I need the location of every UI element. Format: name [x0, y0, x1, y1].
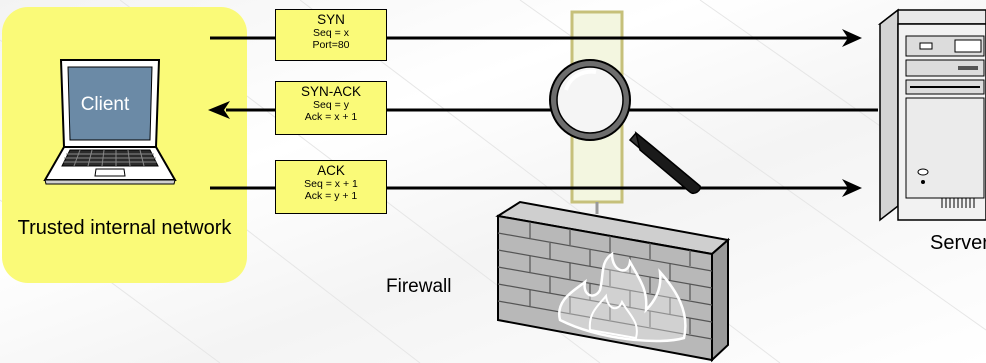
syn-message-box: SYN Seq = x Port=80 [275, 9, 387, 61]
ack-title: ACK [317, 163, 345, 178]
ack-seq: Seq = x + 1 [304, 178, 358, 190]
ack-ack: Ack = y + 1 [304, 190, 358, 202]
syn-title: SYN [317, 12, 345, 27]
magnifier-icon [549, 59, 702, 195]
syn-ack-message-box: SYN-ACK Seq = y Ack = x + 1 [275, 81, 387, 135]
syn-ack-seq: Seq = y [313, 99, 349, 111]
client-label: Client [80, 94, 130, 115]
trusted-network-label: Trusted internal network [17, 217, 232, 239]
firewall-icon [495, 200, 731, 363]
server-label: Server [930, 232, 986, 254]
syn-seq: Seq = x [313, 27, 349, 39]
laptop-icon [43, 59, 177, 185]
firewall-label: Firewall [386, 276, 452, 297]
syn-ack-ack: Ack = x + 1 [304, 111, 358, 123]
ack-message-box: ACK Seq = x + 1 Ack = y + 1 [275, 160, 387, 214]
syn-port: Port=80 [312, 39, 350, 51]
syn-ack-title: SYN-ACK [300, 84, 361, 99]
server-icon [877, 8, 986, 222]
